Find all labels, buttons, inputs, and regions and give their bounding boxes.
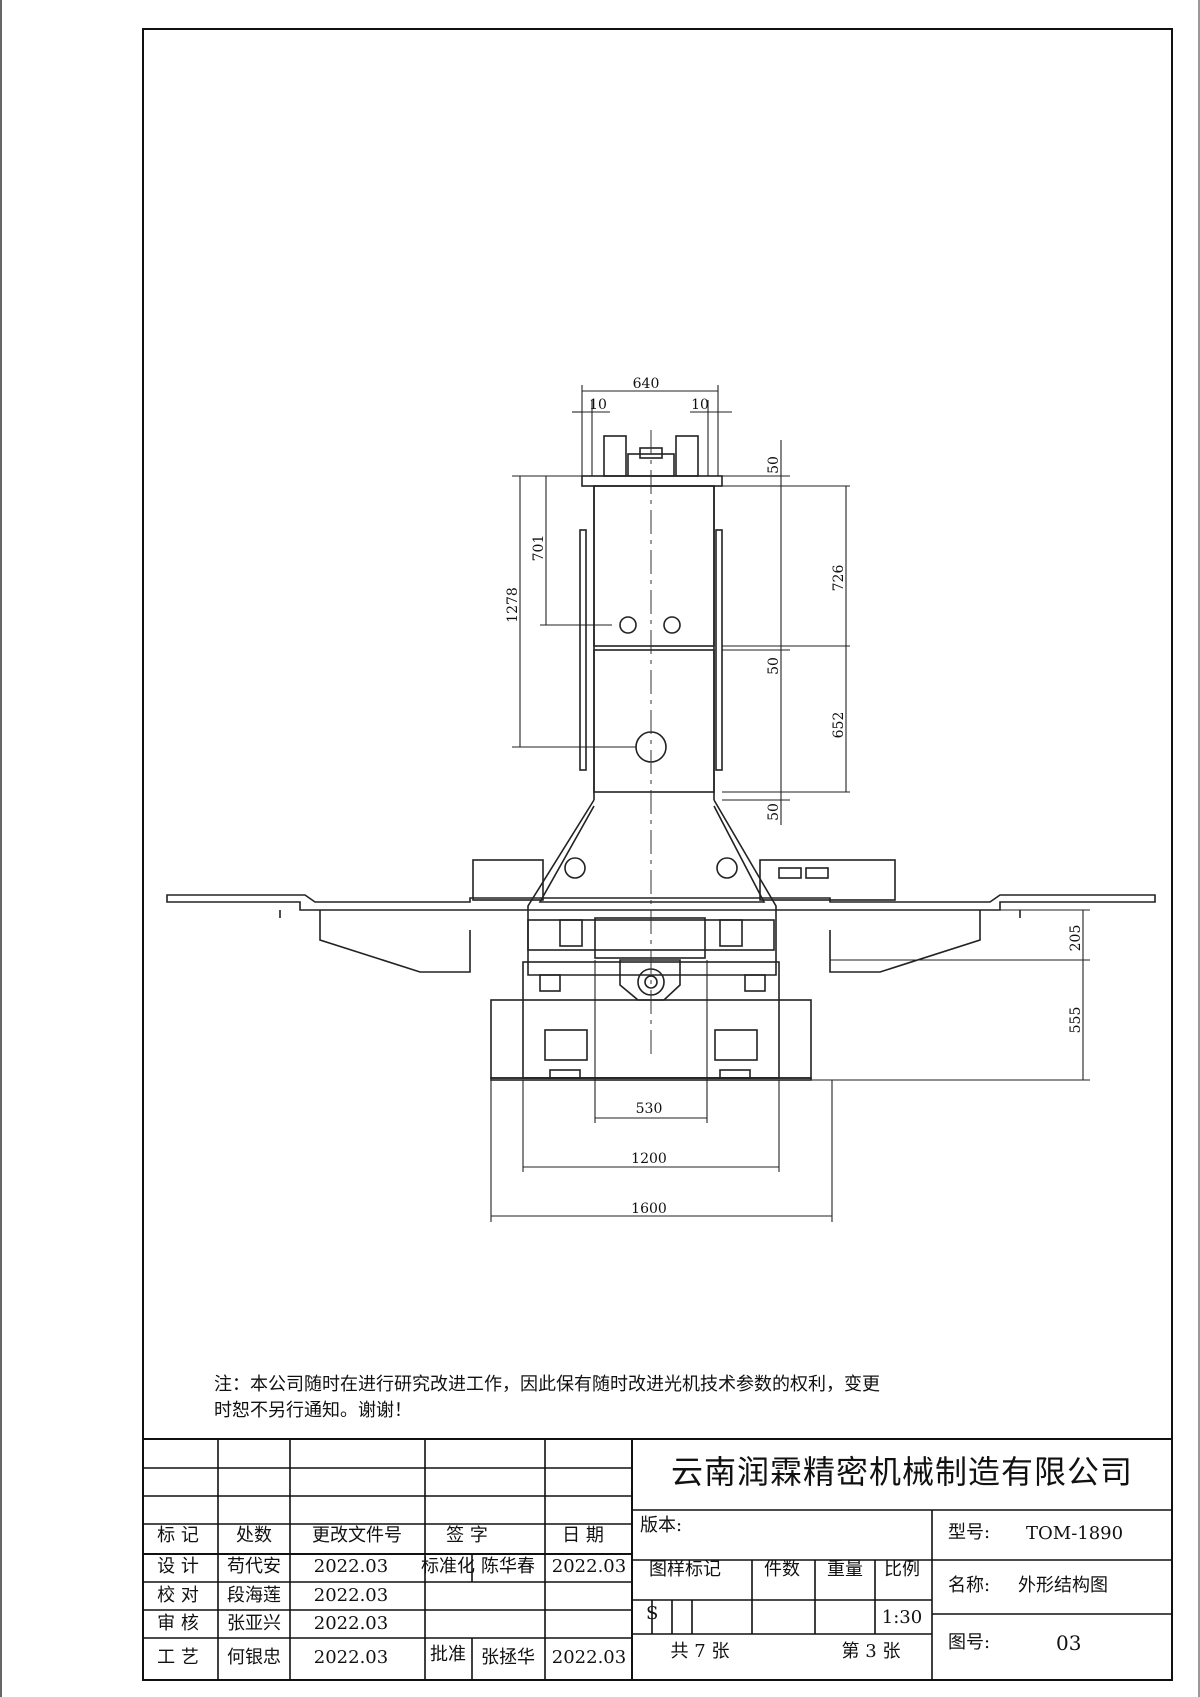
name-design: 苟代安 xyxy=(227,1556,281,1577)
drawing-frame xyxy=(142,28,1173,1681)
date-check: 2022.03 xyxy=(313,1585,389,1606)
dim-701: 701 xyxy=(531,535,547,562)
date-process: 2022.03 xyxy=(313,1647,389,1668)
date-design: 2022.03 xyxy=(313,1556,389,1577)
col-pattern-mark: 图样标记 xyxy=(649,1559,721,1580)
standardize-date: 2022.03 xyxy=(551,1556,627,1577)
dim-10-left: 10 xyxy=(589,397,607,413)
dim-1278: 1278 xyxy=(505,587,521,623)
dim-50-bottom: 50 xyxy=(766,803,782,821)
name-process: 何银忠 xyxy=(227,1647,281,1668)
dim-50-middle: 50 xyxy=(766,657,782,675)
dimension-labels: 640 10 10 50 726 50 652 50 1278 701 205 … xyxy=(505,376,1084,1217)
header-change-doc: 更改文件号 xyxy=(312,1525,402,1546)
dim-652: 652 xyxy=(831,712,847,739)
version-label: 版本: xyxy=(640,1515,683,1536)
header-signature: 签 字 xyxy=(446,1525,488,1546)
dim-1200: 1200 xyxy=(631,1151,667,1167)
sheet-number: 第 3 张 xyxy=(841,1641,901,1662)
dim-640: 640 xyxy=(633,376,660,392)
role-design: 设 计 xyxy=(157,1556,199,1577)
dim-530: 530 xyxy=(636,1101,663,1117)
col-weight: 重量 xyxy=(827,1559,863,1580)
note-line-2: 时恕不另行通知。谢谢！ xyxy=(214,1400,412,1421)
name-check: 段海莲 xyxy=(227,1585,281,1606)
pattern-mark-value: S xyxy=(646,1603,659,1624)
col-scale: 比例 xyxy=(884,1559,920,1580)
role-review: 审 核 xyxy=(157,1613,199,1634)
note-line-1: 注：本公司随时在进行研究改进工作，因此保有随时改进光机技术参数的权利，变更 xyxy=(214,1374,880,1395)
dimension-lines xyxy=(490,385,1090,1222)
scale-value: 1:30 xyxy=(881,1607,923,1628)
name-value: 外形结构图 xyxy=(1018,1575,1108,1596)
drawing-no-value: 03 xyxy=(1056,1631,1082,1655)
approve-name: 张拯华 xyxy=(481,1647,535,1668)
drawing-no-label: 图号: xyxy=(948,1632,991,1653)
model-value: TOM-1890 xyxy=(1026,1523,1124,1544)
machine-outline xyxy=(166,435,1156,1081)
dim-1600: 1600 xyxy=(631,1201,667,1217)
name-label: 名称: xyxy=(948,1575,991,1596)
total-sheets: 共 7 张 xyxy=(670,1641,730,1662)
approve-date: 2022.03 xyxy=(551,1647,627,1668)
dim-10-right: 10 xyxy=(691,397,709,413)
name-review: 张亚兴 xyxy=(227,1613,281,1634)
header-mark: 标 记 xyxy=(157,1525,199,1546)
standardize-name: 陈华春 xyxy=(481,1556,535,1577)
standardize-label: 标准化 xyxy=(421,1556,475,1577)
col-quantity: 件数 xyxy=(764,1559,800,1580)
model-label: 型号: xyxy=(948,1522,991,1543)
dim-50-top: 50 xyxy=(766,456,782,474)
dim-555: 555 xyxy=(1068,1007,1084,1034)
dim-726: 726 xyxy=(831,565,847,592)
dim-205: 205 xyxy=(1068,925,1084,952)
role-check: 校 对 xyxy=(157,1585,199,1606)
date-review: 2022.03 xyxy=(313,1613,389,1634)
role-process: 工 艺 xyxy=(157,1647,199,1668)
title-block-grid xyxy=(143,1438,1172,1680)
header-date: 日 期 xyxy=(562,1525,604,1546)
approve-label: 批准 xyxy=(430,1644,466,1665)
revision-note: 注：本公司随时在进行研究改进工作，因此保有随时改进光机技术参数的权利，变更 时恕… xyxy=(214,1372,974,1424)
header-count: 处数 xyxy=(236,1525,272,1546)
company-name: 云南润霖精密机械制造有限公司 xyxy=(671,1453,1134,1491)
